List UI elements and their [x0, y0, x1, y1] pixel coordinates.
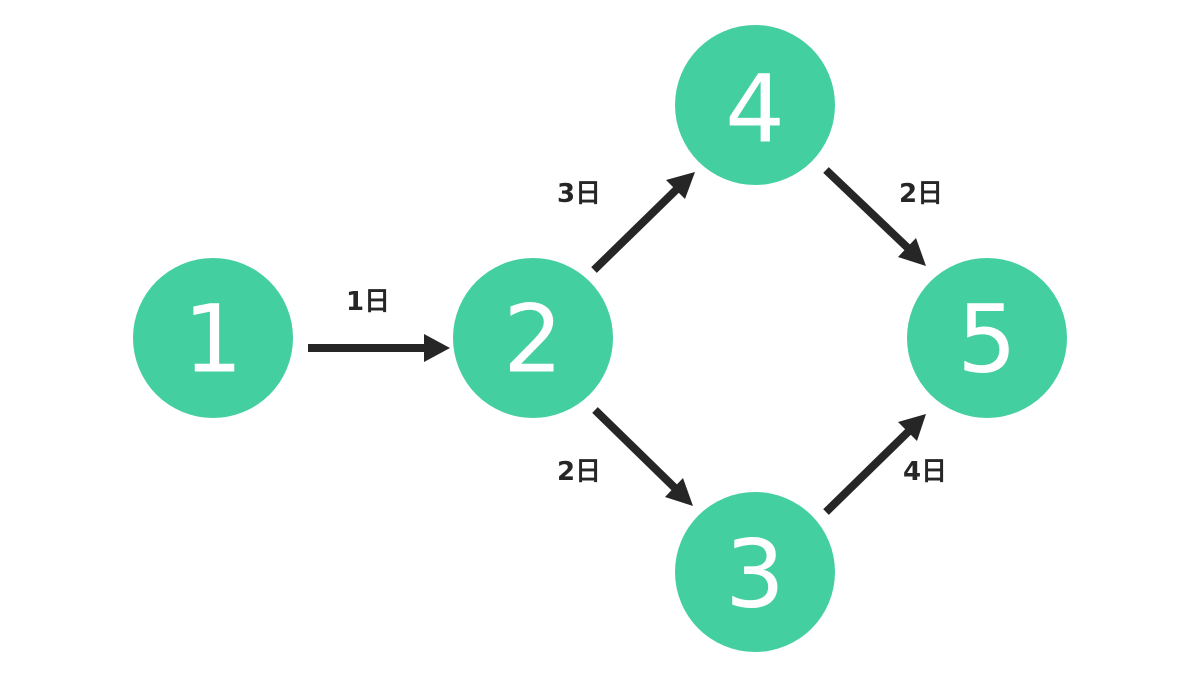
node-circle — [453, 258, 613, 418]
node-2: 2 — [453, 258, 613, 418]
node-circle — [907, 258, 1067, 418]
edge-label-3-5: 4日 — [903, 457, 947, 487]
edge-4-5: 2日 — [823, 167, 943, 266]
node-circle — [133, 258, 293, 418]
node-label: 1 — [183, 286, 243, 395]
node-label: 4 — [725, 56, 785, 165]
node-circle — [675, 492, 835, 652]
node-3: 3 — [675, 492, 835, 652]
edge-line-2-4 — [591, 185, 681, 273]
node-circle — [675, 25, 835, 185]
edge-3-5: 4日 — [823, 414, 947, 515]
node-label: 5 — [957, 286, 1017, 395]
edge-label-1-2: 1日 — [346, 287, 390, 317]
node-5: 5 — [907, 258, 1067, 418]
edge-1-2: 1日 — [308, 287, 450, 362]
edge-line-4-5 — [823, 167, 913, 253]
node-label: 2 — [503, 286, 563, 395]
edge-2-3: 2日 — [557, 407, 693, 506]
arrowhead-icon — [424, 334, 450, 362]
node-4: 4 — [675, 25, 835, 185]
arrowhead-icon — [898, 238, 926, 266]
edge-line-2-3 — [592, 407, 680, 493]
edge-line-3-5 — [823, 427, 913, 515]
arrowhead-icon — [665, 478, 693, 506]
edge-label-2-3: 2日 — [557, 457, 601, 487]
node-label: 3 — [725, 521, 785, 630]
edge-label-2-4: 3日 — [557, 179, 601, 209]
edge-2-4: 3日 — [557, 172, 695, 273]
node-1: 1 — [133, 258, 293, 418]
arrowhead-icon — [666, 172, 695, 199]
arrowhead-icon — [898, 414, 926, 441]
edge-label-4-5: 2日 — [899, 179, 943, 209]
